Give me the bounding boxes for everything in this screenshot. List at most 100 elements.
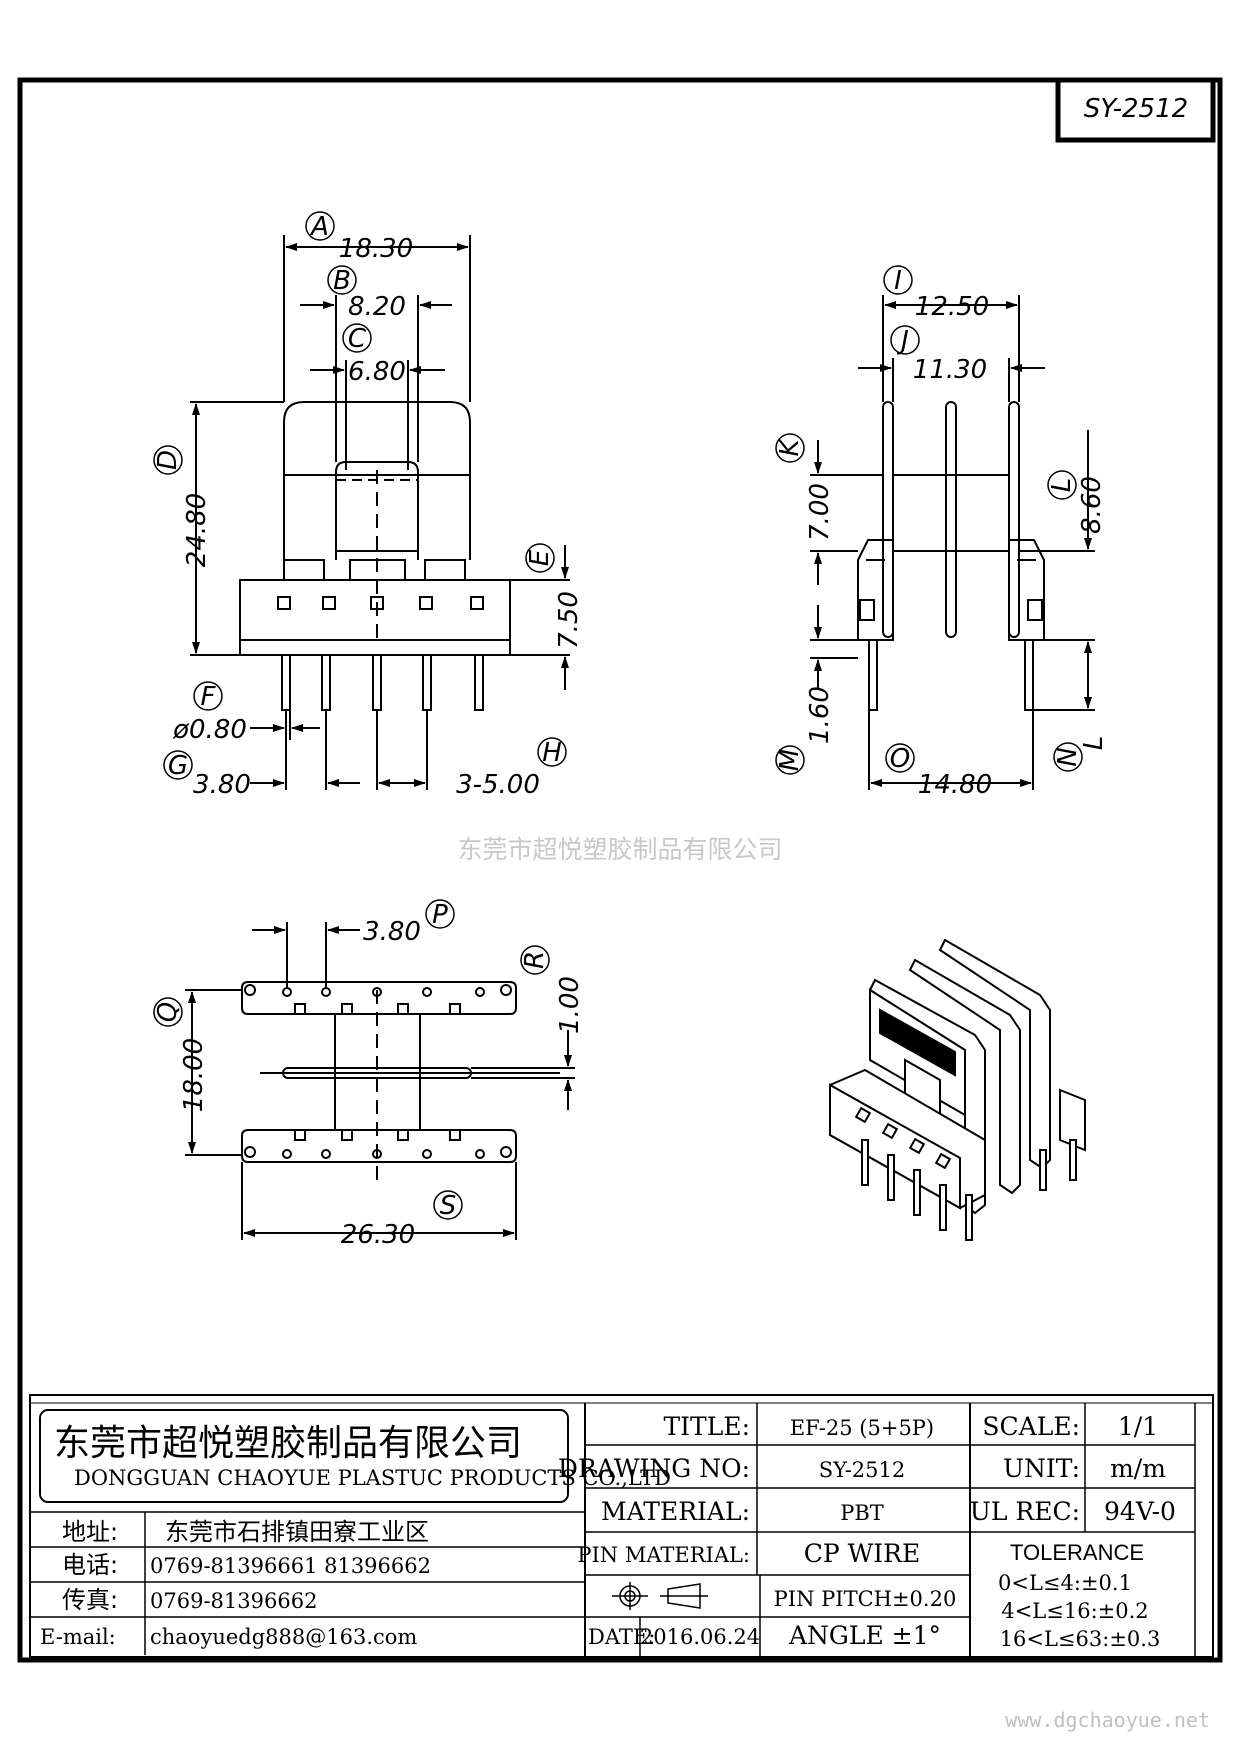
dim-a-value: 18.30 (339, 234, 413, 264)
front-pin-hole-3 (370, 596, 384, 610)
email-value: chaoyuedg888@163.com (150, 1625, 417, 1649)
dim-c-value: 6.80 (348, 357, 406, 387)
footer-url: www.dgchaoyue.net (1005, 1708, 1210, 1732)
material-label: MATERIAL: (601, 1497, 750, 1526)
dim-h-value: 3-5.00 (456, 770, 540, 800)
dim-o-value: 14.80 (918, 770, 992, 800)
bottom-view (185, 922, 575, 1240)
bottom-flange-top (241, 981, 517, 1015)
front-pin-hole-5 (470, 596, 484, 610)
side-view (810, 295, 1095, 790)
callout-o: O (890, 744, 910, 774)
side-flange-left (882, 401, 894, 638)
callout-q: Q (153, 1002, 183, 1022)
material-value: PBT (840, 1501, 884, 1525)
projection-symbol-icon (612, 1582, 708, 1610)
dim-f-value: ø0.80 (172, 715, 247, 745)
front-pin-hole-4 (419, 596, 433, 610)
drawing-number-box: SY-2512 (1055, 77, 1216, 143)
dim-r-value: 1.00 (555, 976, 585, 1034)
callout-s: S (440, 1191, 457, 1221)
pin-material-label: PIN MATERIAL: (577, 1543, 750, 1567)
title-label: TITLE: (664, 1412, 751, 1441)
dim-g-value: 3.80 (193, 770, 251, 800)
phone-label: 电话: (62, 1551, 118, 1579)
dim-e-value: 7.50 (554, 591, 584, 649)
drawing-number-text: SY-2512 (1084, 94, 1188, 124)
bottom-view-labels: P 3.80 Q 18.00 R 1.00 S 26.30 (153, 899, 585, 1250)
title-value: EF-25 (5+5P) (790, 1416, 934, 1440)
side-flange-right (1008, 401, 1020, 638)
callout-f: F (201, 682, 217, 712)
callout-h: H (542, 738, 562, 768)
company-name-cn: 东莞市超悦塑胶制品有限公司 (54, 1423, 522, 1464)
side-base-left (857, 539, 894, 641)
side-pin-right (1024, 639, 1034, 711)
pin-pitch: PIN PITCH±0.20 (774, 1587, 957, 1611)
front-view (190, 235, 570, 790)
front-view-labels: A 18.30 B 8.20 C 6.80 D 24.80 E 7.50 F ø… (153, 211, 584, 800)
unit-label: UNIT: (1003, 1454, 1080, 1483)
front-base-tab-mid (349, 559, 406, 581)
front-base-tab-left (283, 559, 325, 581)
dim-n-value: L (1079, 736, 1109, 751)
callout-d: D (153, 450, 183, 470)
date-label: DATE: (588, 1625, 655, 1649)
tolerance-row-3: 16<L≤63:±0.3 (1000, 1627, 1161, 1651)
phone-value: 0769-81396661 81396662 (150, 1554, 431, 1578)
ul-value: 94V-0 (1104, 1497, 1176, 1526)
callout-e: E (525, 549, 555, 566)
tolerance-row-2: 4<L≤16:±0.2 (1001, 1599, 1148, 1623)
company-name-en: DONGGUAN CHAOYUE PLASTUC PRODUCTS CO.,LT… (74, 1466, 671, 1490)
drawing-no-label: DRAWING NO: (558, 1454, 750, 1483)
callout-m: M (775, 749, 805, 771)
dim-q-value: 18.00 (179, 1038, 209, 1112)
callout-n: N (1053, 747, 1083, 766)
address-value: 东莞市石排镇田寮工业区 (165, 1518, 429, 1546)
address-label: 地址: (62, 1518, 118, 1546)
dim-d-value: 24.80 (182, 493, 212, 567)
front-flange-outline (283, 401, 471, 560)
callout-a: A (309, 212, 329, 242)
fax-label: 传真: (62, 1586, 118, 1614)
side-base-right (1008, 539, 1045, 641)
front-pin-hole-2 (322, 596, 336, 610)
callout-b: B (333, 266, 351, 296)
scale-value: 1/1 (1118, 1412, 1158, 1441)
tolerance-row-1: 0<L≤4:±0.1 (998, 1571, 1132, 1595)
dim-k-value: 7.00 (805, 483, 835, 541)
callout-c: C (348, 324, 367, 354)
front-pin-hole-1 (277, 596, 291, 610)
dim-b-value: 8.20 (348, 292, 406, 322)
isometric-view (829, 938, 1086, 1241)
dim-j-value: 11.30 (913, 355, 987, 385)
tolerance-label: TOLERANCE (1010, 1540, 1144, 1565)
dim-p-value: 3.80 (363, 917, 421, 947)
date-value: 2016.06.24 (640, 1625, 760, 1649)
unit-value: m/m (1110, 1454, 1166, 1483)
front-pin-5 (474, 654, 484, 711)
side-view-labels: I 12.50 J 11.30 K 7.00 L 8.60 M 1.60 N L… (775, 265, 1109, 800)
email-label: E-mail: (40, 1625, 116, 1649)
scale-label: SCALE: (982, 1412, 1080, 1441)
drawing-no-value: SY-2512 (819, 1458, 905, 1482)
callout-k: K (775, 438, 805, 457)
side-pin-left (868, 639, 878, 711)
fax-value: 0769-81396662 (150, 1589, 317, 1613)
callout-l: L (1047, 478, 1077, 493)
sheet-border (17, 77, 1223, 1663)
front-pin-4 (422, 654, 432, 711)
ul-label: UL REC: (970, 1497, 1080, 1526)
front-core-window (335, 461, 419, 560)
callout-r: R (520, 951, 550, 969)
title-block (29, 1394, 1214, 1658)
callout-i: I (894, 266, 902, 296)
front-pin-3 (372, 654, 382, 711)
pin-material-value: CP WIRE (804, 1539, 921, 1568)
dim-l-value: 8.60 (1077, 476, 1107, 534)
front-base-tab-right (424, 559, 466, 581)
callout-p: P (432, 900, 448, 930)
side-flange-mid (945, 401, 957, 638)
dim-m-value: 1.60 (805, 686, 835, 744)
